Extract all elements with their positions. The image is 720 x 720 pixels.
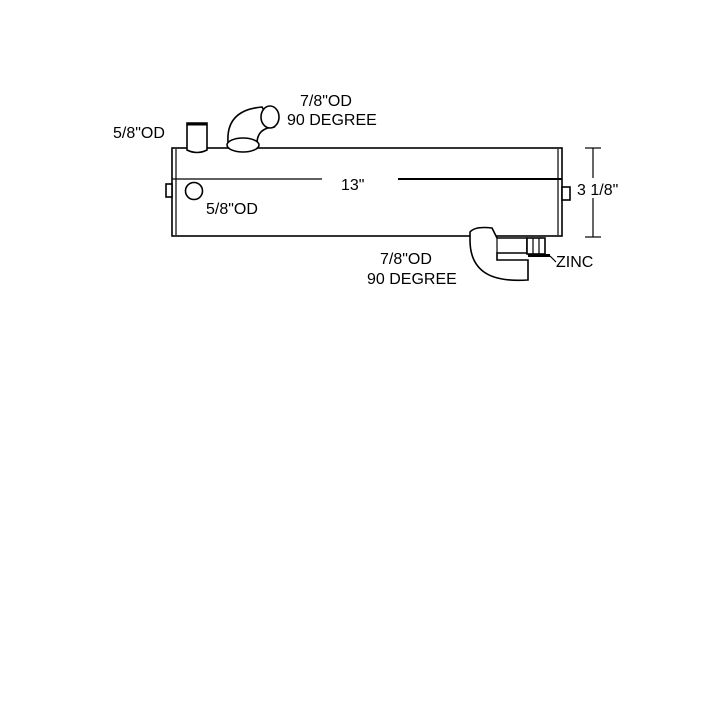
- top-inlet-pipe: [186, 122, 208, 154]
- side-port-hole: [184, 181, 204, 201]
- bottom-elbow: [469, 226, 529, 282]
- right-end-tab: [561, 186, 571, 201]
- zinc-label: ZINC: [556, 254, 593, 271]
- zinc-anode: [526, 237, 546, 255]
- bottom-elbow-label-size: 7/8"OD: [380, 251, 432, 268]
- length-label: 13": [341, 177, 364, 194]
- diameter-label: 3 1/8": [577, 182, 618, 199]
- cylinder-body: [171, 147, 563, 237]
- zinc-leader: [549, 255, 557, 263]
- top-elbow-base: [226, 137, 260, 153]
- top-inlet-label: 5/8"OD: [113, 125, 165, 142]
- top-elbow-label-angle: 90 DEGREE: [287, 112, 377, 129]
- side-port-label: 5/8"OD: [206, 201, 258, 218]
- bottom-elbow-label-angle: 90 DEGREE: [367, 271, 457, 288]
- top-elbow-label-size: 7/8"OD: [300, 93, 352, 110]
- left-end-tab: [165, 183, 173, 198]
- zinc-cap: [528, 254, 550, 257]
- top-elbow-opening: [260, 105, 280, 129]
- diameter-label-bg: [576, 178, 614, 198]
